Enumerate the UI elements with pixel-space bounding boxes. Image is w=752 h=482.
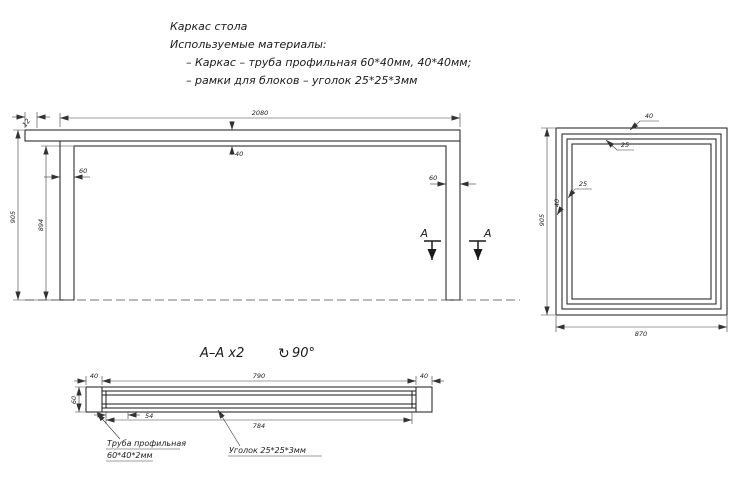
dim-section-length: 790 xyxy=(101,372,417,385)
dim-section-end-right: 40 xyxy=(420,372,444,385)
section-outline xyxy=(85,386,433,413)
dim-side-rail: 40 xyxy=(629,112,659,131)
section-mark-right: А xyxy=(469,227,492,260)
dim-right-leg-width-value: 60 xyxy=(429,174,437,182)
notes-item-angle: – рамки для блоков – уголок 25*25*3мм xyxy=(186,74,417,87)
notes-title: Каркас стола xyxy=(170,20,248,33)
dim-front-height-value: 905 xyxy=(9,211,17,223)
notes-block: Каркас стола Используемые материалы: – К… xyxy=(170,20,471,87)
callout-pipe: Труба профильная 60*40*2мм xyxy=(96,412,186,462)
dim-side-leg-value: 40 xyxy=(553,199,561,207)
dim-section-height: 60 xyxy=(70,386,85,413)
dim-section-end-left: 40 xyxy=(74,372,98,385)
section-view: А–А х2 ↻ 90° 790 40 40 60 xyxy=(70,346,444,462)
dim-section-height-value: 60 xyxy=(70,396,78,404)
dim-top-member-height-value: 40 xyxy=(235,150,243,158)
section-mark-left: А xyxy=(419,227,441,260)
section-title: А–А х2 xyxy=(199,346,244,361)
dim-front-inner-height-value: 894 xyxy=(37,219,45,231)
dim-side-angle-top: 25 xyxy=(605,139,634,151)
dim-side-rail-value: 40 xyxy=(645,112,653,120)
section-letter-left: А xyxy=(419,227,428,240)
dim-section-end-right-value: 40 xyxy=(420,372,428,380)
dim-front-inner-height: 894 xyxy=(37,145,73,300)
front-view: 2080 12 40 60 60 905 xyxy=(9,109,520,301)
rotate-icon: ↻ xyxy=(278,346,290,362)
dim-right-leg-width: 60 xyxy=(429,174,476,187)
callout-pipe-line1: Труба профильная xyxy=(107,439,186,448)
dim-side-height: 905 xyxy=(538,127,555,316)
section-title-group: А–А х2 ↻ 90° xyxy=(199,346,315,362)
notes-subtitle: Используемые материалы: xyxy=(170,38,327,51)
dim-section-inset: 54 xyxy=(94,412,153,420)
callout-pipe-line2: 60*40*2мм xyxy=(107,451,153,460)
callout-angle: Уголок 25*25*3мм xyxy=(217,409,322,457)
dim-side-angle-top-value: 25 xyxy=(621,141,629,149)
side-view-outline xyxy=(555,127,728,316)
dim-front-height: 905 xyxy=(9,129,59,301)
dim-overhang: 12 xyxy=(12,112,50,129)
dim-section-end-left-value: 40 xyxy=(90,372,98,380)
notes-item-frame: – Каркас – труба профильная 60*40мм, 40*… xyxy=(186,56,471,69)
dim-overall-width-value: 2080 xyxy=(252,109,269,117)
section-rotation: 90° xyxy=(292,346,315,361)
dim-section-inner-length: 784 xyxy=(105,412,413,430)
dim-side-height-value: 905 xyxy=(538,214,546,226)
dim-section-length-value: 790 xyxy=(253,372,265,380)
dim-section-inner-length-value: 784 xyxy=(253,422,265,430)
dim-section-inset-value: 54 xyxy=(145,412,153,420)
dim-side-angle-left-value: 25 xyxy=(579,180,587,188)
dim-side-leg: 40 xyxy=(553,199,564,216)
side-view: 40 25 25 40 905 870 xyxy=(538,112,728,338)
dim-side-width: 870 xyxy=(555,316,728,338)
dim-left-leg-width: 60 xyxy=(44,167,90,180)
dim-overall-width: 2080 xyxy=(59,109,461,127)
dim-left-leg-width-value: 60 xyxy=(79,167,87,175)
section-letter-right: А xyxy=(483,227,492,240)
dim-side-width-value: 870 xyxy=(635,330,647,338)
callout-angle-label: Уголок 25*25*3мм xyxy=(229,446,306,455)
dim-side-angle-left: 25 xyxy=(567,180,592,199)
dim-top-member-height: 40 xyxy=(229,121,243,158)
dim-overhang-value: 12 xyxy=(21,117,32,128)
